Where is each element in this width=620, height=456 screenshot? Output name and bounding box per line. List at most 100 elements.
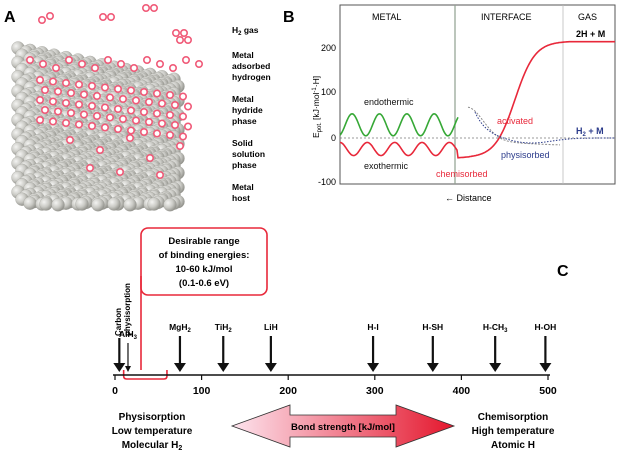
hydrogen-atom [101, 123, 110, 132]
physisorbed-dashed-curve [474, 111, 615, 144]
hydrogen-atom [67, 89, 76, 98]
hydrogen-atom [48, 117, 57, 126]
marker-label: AlH3 [119, 329, 138, 341]
label-hydride-1: Metal [232, 94, 254, 104]
hydrogen-atom [171, 121, 180, 130]
hydrogen-atom [88, 122, 97, 131]
panel-b-letter: B [283, 9, 295, 26]
label-chemisorbed: chemisorbed [436, 169, 488, 179]
hydrogen-atom [35, 76, 44, 85]
label-hydride-3: phase [232, 116, 257, 126]
hydrogen-atom [132, 116, 141, 125]
hydrogen-atom [116, 168, 125, 177]
label-solid-1: Solid [232, 138, 253, 148]
left-caption-2: Low temperature [112, 426, 193, 437]
hydrogen-atom [48, 77, 57, 86]
hydrogen-atom [51, 64, 60, 73]
hydrogen-atom [184, 122, 193, 131]
hydrogen-atom [114, 125, 123, 134]
hydrogen-atom [182, 55, 191, 64]
callout-text: Desirable range of binding energies: 10-… [159, 236, 250, 289]
hydrogen-atom [53, 87, 62, 96]
label-2h-m: 2H + M [576, 29, 605, 39]
right-caption-3: Atomic H [491, 440, 535, 451]
label-host-1: Metal [232, 182, 254, 192]
hydrogen-atom [40, 106, 49, 115]
right-caption: Chemisorption High temperature Atomic H [472, 412, 555, 451]
hydrogen-atom [114, 85, 123, 94]
hydrogen-atom [104, 55, 113, 64]
hydrogen-atom [172, 28, 181, 37]
hydrogen-atom [166, 111, 175, 120]
label-host-2: host [232, 193, 250, 203]
hydrogen-atom [35, 96, 44, 105]
hydrogen-atom [130, 64, 139, 73]
hydrogen-atom [169, 64, 178, 73]
hydrogen-atom [38, 59, 47, 68]
hydrogen-atom [80, 90, 89, 99]
hydrogen-atom [75, 100, 84, 109]
marker-arrow-head [124, 366, 131, 372]
bond-strength-arrow [230, 404, 456, 448]
hydrogen-atom [88, 102, 97, 111]
hydrogen-atom [25, 55, 34, 64]
metal-atom [123, 198, 137, 212]
hydrogen-atom [40, 86, 49, 95]
y-tick-100: 100 [321, 87, 336, 97]
endothermic-curve [339, 112, 459, 137]
panel-b: B METAL INTERFACE GAS 200 100 0 -100 Epo… [283, 4, 616, 203]
hydrogen-atom [158, 119, 167, 128]
axis-tick-label: 100 [193, 385, 211, 397]
hydrogen-atom [99, 13, 108, 22]
label-h2-gas: H2 gas [232, 25, 259, 37]
hydrogen-atom [88, 82, 97, 91]
label-solid-3: phase [232, 160, 257, 170]
hydrogen-atom [179, 92, 188, 101]
marker-label: H-SH [422, 322, 443, 332]
left-caption-1: Physisorption [119, 412, 186, 423]
hydrogen-atom [179, 112, 188, 121]
y-tick-labels: 200 100 0 -100 [318, 43, 336, 187]
region-interface: INTERFACE [481, 12, 532, 22]
hydrogen-atom [153, 89, 162, 98]
x-axis-label-distance: ← Distance [445, 193, 492, 203]
panel-a: A H2 gas Metal adsorbed hydrogen Metal h… [4, 4, 271, 212]
label-adsorbed-3: hydrogen [232, 72, 271, 82]
marker-label: H-I [367, 322, 378, 332]
hydrogen-atom [80, 110, 89, 119]
marker-arrow-head [539, 363, 552, 372]
hydrogen-atom [127, 106, 136, 115]
y-tick-minus100: -100 [318, 177, 336, 187]
panel-a-labels: H2 gas Metal adsorbed hydrogen Metal hyd… [232, 25, 271, 203]
axis-tick-label: 200 [279, 385, 297, 397]
hydrogen-atom [86, 164, 95, 173]
hydrogen-atom [101, 103, 110, 112]
hydrogen-atom [166, 131, 175, 140]
hydrogen-atom [140, 88, 149, 97]
binding-range-callout [140, 227, 268, 296]
region-metal: METAL [372, 12, 401, 22]
hydrogen-atom [93, 112, 102, 121]
hydrogen-atom [184, 35, 193, 44]
label-carbon-physisorption: Carbonphysisorption [114, 283, 132, 336]
marker-arrow-head [489, 363, 502, 372]
hydrogen-atom [91, 64, 100, 73]
axis-tick-label: 300 [366, 385, 384, 397]
hydrogen-atom [107, 13, 116, 22]
label-activated: activated [497, 116, 533, 126]
y-tick-0: 0 [331, 133, 336, 143]
panel-c: C Desirable range of binding energies: 1… [112, 227, 569, 452]
hydrogen-atom [126, 134, 135, 143]
axis-tick-label: 500 [539, 385, 557, 397]
label-adsorbed-1: Metal [232, 50, 254, 60]
marker-arrow-head [367, 363, 380, 372]
metal-atom [75, 197, 89, 211]
callout-line-4: (0.1-0.6 eV) [179, 278, 229, 289]
label-exothermic: exothermic [364, 161, 409, 171]
metal-atom [147, 197, 161, 211]
hydrogen-atom [132, 96, 141, 105]
axis-tick-label: 400 [453, 385, 471, 397]
hydrogen-atom [145, 118, 154, 127]
